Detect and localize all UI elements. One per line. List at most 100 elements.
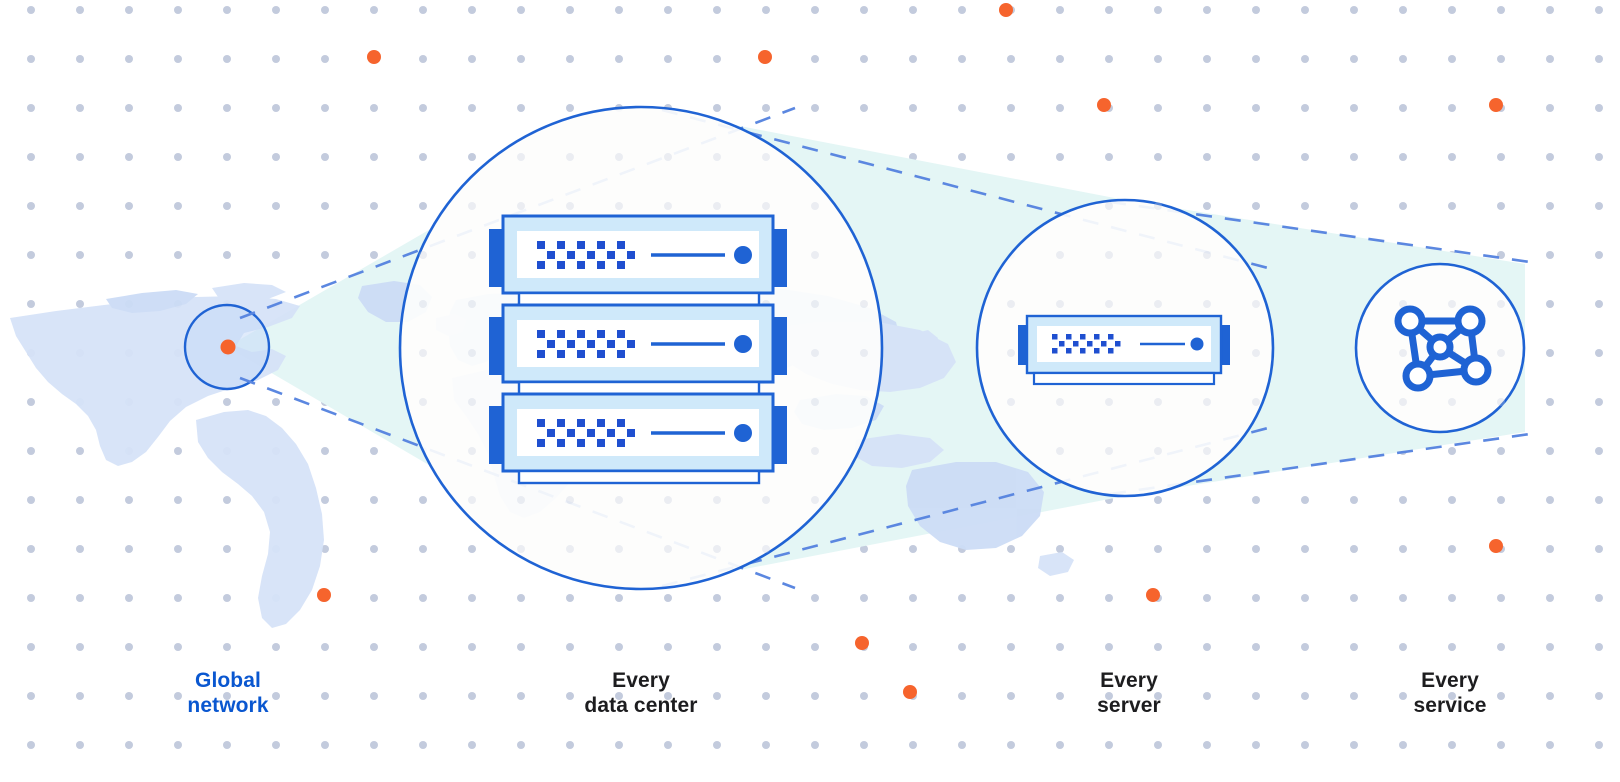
- grid-dot: [1399, 643, 1407, 651]
- grid-dot: [1350, 594, 1358, 602]
- grid-dot: [370, 692, 378, 700]
- grid-dot: [419, 643, 427, 651]
- grid-dot: [468, 153, 476, 161]
- grid-dot: [76, 741, 84, 749]
- accent-dot: [1489, 98, 1503, 112]
- grid-dot: [419, 349, 427, 357]
- grid-dot: [615, 643, 623, 651]
- grid-dot: [1252, 6, 1260, 14]
- server-vent-dots: [537, 330, 635, 358]
- grid-dot: [370, 545, 378, 553]
- server-unit: [489, 303, 787, 396]
- grid-dot: [1546, 643, 1554, 651]
- grid-dot: [566, 104, 574, 112]
- grid-dot: [272, 398, 280, 406]
- grid-dot: [1399, 741, 1407, 749]
- grid-dot: [1105, 594, 1113, 602]
- grid-dot: [1546, 496, 1554, 504]
- grid-dot: [1546, 153, 1554, 161]
- grid-dot: [909, 545, 917, 553]
- grid-dot: [1497, 398, 1505, 406]
- grid-dot: [1007, 692, 1015, 700]
- grid-dot: [713, 55, 721, 63]
- grid-dot: [174, 251, 182, 259]
- grid-dot: [615, 153, 623, 161]
- grid-dot: [1546, 251, 1554, 259]
- grid-dot: [1448, 692, 1456, 700]
- accent-dot: [758, 50, 772, 64]
- grid-dot: [27, 496, 35, 504]
- grid-dot: [517, 741, 525, 749]
- grid-dot: [664, 6, 672, 14]
- grid-dot: [1154, 398, 1162, 406]
- grid-dot: [1350, 545, 1358, 553]
- grid-dot: [468, 643, 476, 651]
- grid-dot: [1252, 300, 1260, 308]
- grid-dot: [223, 398, 231, 406]
- grid-dot: [811, 398, 819, 406]
- grid-dot: [811, 643, 819, 651]
- grid-dot: [468, 202, 476, 210]
- grid-dot: [1007, 153, 1015, 161]
- grid-dot: [1301, 202, 1309, 210]
- grid-dot: [223, 6, 231, 14]
- grid-dot: [419, 55, 427, 63]
- grid-dot: [272, 692, 280, 700]
- grid-dot: [1056, 692, 1064, 700]
- grid-dot: [321, 202, 329, 210]
- grid-dot: [811, 741, 819, 749]
- grid-dot: [1203, 55, 1211, 63]
- grid-dot: [1546, 398, 1554, 406]
- grid-dot: [811, 251, 819, 259]
- grid-dot: [1595, 692, 1603, 700]
- grid-dot: [713, 153, 721, 161]
- grid-dot: [174, 741, 182, 749]
- grid-dot: [1154, 300, 1162, 308]
- grid-dot: [713, 496, 721, 504]
- grid-dot: [762, 202, 770, 210]
- grid-dot: [713, 202, 721, 210]
- grid-dot: [860, 300, 868, 308]
- grid-dot: [1252, 153, 1260, 161]
- grid-dot: [1497, 153, 1505, 161]
- grid-dot: [1399, 300, 1407, 308]
- grid-dot: [1056, 55, 1064, 63]
- grid-dot: [419, 594, 427, 602]
- grid-dot: [1595, 300, 1603, 308]
- grid-dot: [1056, 104, 1064, 112]
- grid-dot: [76, 496, 84, 504]
- grid-dot: [125, 545, 133, 553]
- grid-dot: [419, 153, 427, 161]
- grid-dot: [76, 6, 84, 14]
- server-vent-dots: [1052, 334, 1121, 354]
- accent-dot: [903, 685, 917, 699]
- grid-dot: [1105, 202, 1113, 210]
- grid-dot: [1546, 594, 1554, 602]
- grid-dot: [76, 104, 84, 112]
- grid-dot: [762, 104, 770, 112]
- grid-dot: [468, 692, 476, 700]
- grid-dot: [321, 741, 329, 749]
- grid-dot: [517, 104, 525, 112]
- grid-dot: [419, 251, 427, 259]
- grid-dot: [1448, 153, 1456, 161]
- grid-dot: [76, 202, 84, 210]
- grid-dot: [811, 55, 819, 63]
- grid-dot: [321, 496, 329, 504]
- grid-dot: [272, 251, 280, 259]
- grid-dot: [1497, 643, 1505, 651]
- grid-dot: [909, 594, 917, 602]
- grid-dot: [1105, 55, 1113, 63]
- grid-dot: [615, 741, 623, 749]
- grid-dot: [321, 104, 329, 112]
- grid-dot: [811, 447, 819, 455]
- grid-dot: [664, 153, 672, 161]
- grid-dot: [125, 692, 133, 700]
- grid-dot: [958, 692, 966, 700]
- grid-dot: [76, 153, 84, 161]
- grid-dot: [174, 55, 182, 63]
- grid-dot: [1301, 104, 1309, 112]
- grid-dot: [860, 741, 868, 749]
- grid-dot: [370, 741, 378, 749]
- grid-dot: [1203, 447, 1211, 455]
